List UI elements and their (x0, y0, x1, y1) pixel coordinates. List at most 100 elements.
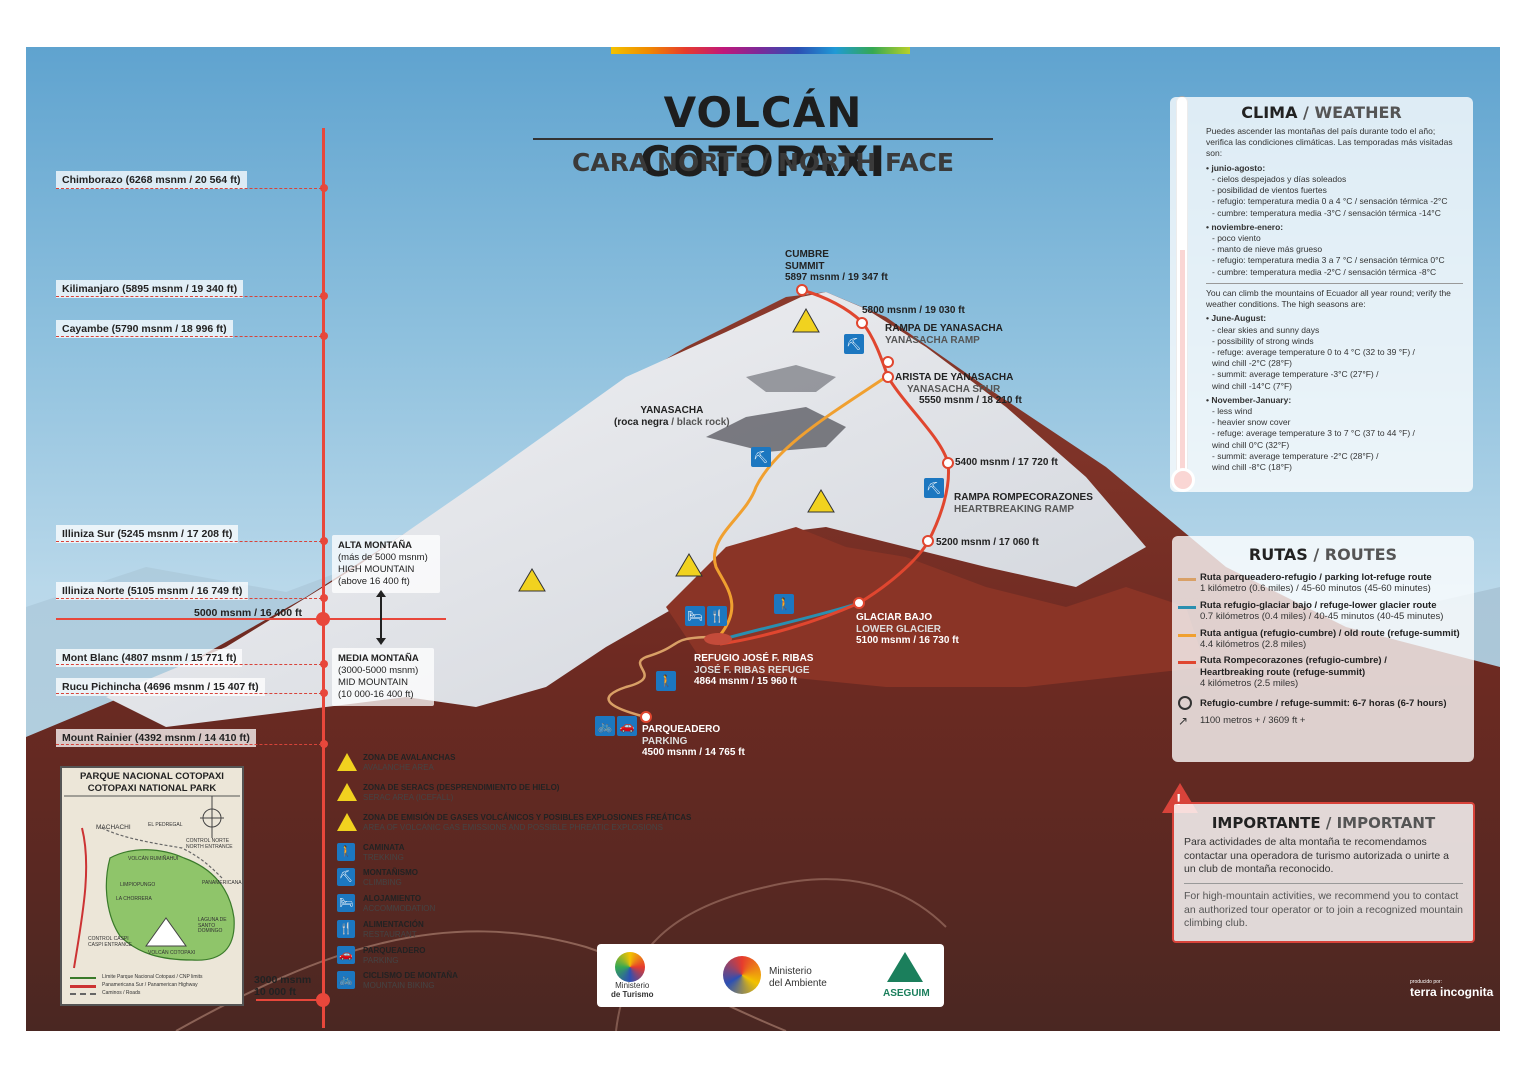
axis-dot (320, 660, 328, 668)
base-dot (316, 993, 330, 1007)
route-swatch (1178, 605, 1196, 609)
refuge-marker (704, 633, 732, 645)
park-map-title-en: COTOPAXI NATIONAL PARK (87, 783, 217, 795)
parking-marker (640, 711, 652, 723)
refuge-en: JOSÉ F. RIBAS REFUGE (694, 664, 810, 676)
aseguim-logo-icon (887, 952, 923, 982)
map-key-item: Panamericana Sur / Panamerican Highway (102, 982, 198, 988)
base-line (256, 999, 320, 1001)
route-swatch (1178, 661, 1196, 665)
route-detail: 4.4 kilómetros (2.8 miles) (1200, 638, 1307, 650)
summit-label: CUMBRE SUMMIT 5897 msnm / 19 347 ft (785, 249, 888, 284)
turismo-logo-text: Ministerio de Turismo (611, 981, 654, 1000)
weather-item: - clear skies and sunny days (1212, 324, 1320, 335)
altitude-dash (56, 598, 322, 599)
hiker-sign-icon: 🚶 (774, 594, 794, 614)
yanasacha-ramp-en: YANASACHA RAMP (885, 334, 980, 346)
refuge-es: REFUGIO JOSÉ F. RIBAS (694, 653, 814, 664)
legend-es: ZONA DE SERACS (DESPRENDIMIENTO DE HIELO… (363, 783, 560, 792)
weather-item: - summit: average temperature -2°C (28°F… (1212, 450, 1379, 461)
parking-label: PARQUEADERO PARKING 4500 msnm / 14 765 f… (642, 724, 745, 759)
weather-item: - less wind (1212, 406, 1253, 417)
legend-en: MOUNTAIN BIKING (363, 981, 435, 990)
weather-title-es: CLIMA (1241, 103, 1298, 122)
map-label: LA CHORRERA (116, 896, 152, 902)
clock-icon (1178, 695, 1192, 710)
route-swatch (1178, 578, 1196, 581)
map-key-swatch (70, 977, 96, 979)
weather-item: - possibility of strong winds (1212, 335, 1314, 346)
weather-season1-es: • junio-agosto: (1206, 162, 1266, 173)
heartbreak-ramp-label: RAMPA ROMPECORAZONES HEARTBREAKING RAMP (954, 492, 1093, 515)
turismo-line2: de Turismo (611, 989, 654, 999)
legend-en: AVALANCHE AREA (363, 763, 434, 772)
route-swatch (1178, 633, 1196, 637)
avalanche-icon (337, 753, 357, 771)
heartbreak-ramp-es: RAMPA ROMPECORAZONES (954, 492, 1093, 503)
routes-title: RUTAS / ROUTES (1172, 545, 1474, 564)
weather-intro-es: Puedes ascender las montañas del país du… (1206, 126, 1453, 159)
credit-brand: terra incognita (1410, 984, 1494, 999)
refuge-altitude: 4864 msnm / 15 960 ft (694, 676, 797, 687)
important-panel: IMPORTANTE / IMPORTANT Para actividades … (1172, 802, 1475, 943)
park-map-title: PARQUE NACIONAL COTOPAXI COTOPAXI NATION… (62, 771, 242, 796)
waypoint-5200-marker (922, 535, 934, 547)
map-label: NORTH ENTRANCE (186, 844, 233, 850)
weather-item: - summit: average temperature -3°C (27°F… (1212, 369, 1379, 380)
axis-dot (320, 537, 328, 545)
gas-warning-icon (337, 813, 357, 831)
altitude-label-cayambe: Cayambe (5790 msnm / 18 996 ft) (56, 320, 233, 338)
axis-dot (320, 594, 328, 602)
altitude-dash (56, 744, 322, 745)
legend-en: PARKING (363, 956, 399, 965)
page-subtitle: CARA NORTE / NORTH FACE (572, 148, 954, 177)
summit-marker (796, 284, 808, 296)
parking-altitude: 4500 msnm / 14 765 ft (642, 747, 745, 758)
weather-item: - posibilidad de vientos fuertes (1212, 185, 1327, 196)
bike-sign-icon: 🚲 (595, 716, 615, 736)
legend-es: ZONA DE EMISIÓN DE GASES VOLCÁNICOS Y PO… (363, 813, 692, 822)
credit-line1: producido por: (1410, 979, 1442, 985)
climber-icon: ⛏ (337, 868, 355, 886)
important-title-es: IMPORTANTE (1211, 814, 1321, 832)
waypoint-5400-altitude: 5400 msnm / 17 720 ft (955, 457, 1058, 468)
weather-intro-en: You can climb the mountains of Ecuador a… (1206, 287, 1451, 310)
weather-panel: CLIMA / WEATHER Puedes ascender las mont… (1170, 97, 1473, 492)
altitude-label-rucu-pichincha: Rucu Pichincha (4696 msnm / 15 407 ft) (56, 678, 265, 696)
refuge-label: REFUGIO JOSÉ F. RIBAS JOSÉ F. RIBAS REFU… (694, 653, 813, 688)
map-label: PANAMERICANA (202, 880, 242, 886)
park-inset-map: PARQUE NACIONAL COTOPAXI COTOPAXI NATION… (60, 766, 244, 1006)
route-name: Ruta Rompecorazones (refugio-cumbre) / (1200, 655, 1387, 667)
ambiente-line2: del Ambiente (769, 977, 827, 989)
summit-es: CUMBRE (785, 249, 829, 260)
base-altitude-msnm: 3000 msnm (254, 974, 312, 986)
legend-en: ACCOMMODATION (363, 904, 436, 913)
map-label: LAGUNA DE SANTO DOMINGO (198, 917, 227, 934)
map-key-item: Límite Parque Nacional Cotopaxi / CNP li… (102, 974, 203, 980)
map-label: CONTROL CASPI (88, 936, 129, 942)
yanasacha-label: YANASACHA (roca negra / black rock) (614, 405, 730, 428)
zone-arrow-up-icon (376, 590, 386, 597)
yanasacha-sub-en: / black rock) (668, 416, 730, 428)
zone-arrow-icon (380, 592, 382, 642)
altitude-label-illiniza-norte: Illiniza Norte (5105 msnm / 16 749 ft) (56, 582, 249, 600)
map-key-swatch (70, 993, 96, 995)
routes-title-en: / ROUTES (1307, 545, 1398, 564)
zone-mid-range-en: (10 000-16 400 ft) (338, 688, 414, 700)
altitude-label-kilimanjaro: Kilimanjaro (5895 msnm / 19 340 ft) (56, 280, 244, 298)
turismo-line1: Ministerio (615, 981, 650, 990)
aseguim-logo-text: ASEGUIM (883, 988, 930, 999)
legend-en: TREKKING (363, 853, 404, 862)
route-time: Refugio-cumbre / refuge-summit: 6-7 hora… (1172, 695, 1474, 710)
weather-item: - cielos despejados y días soleados (1212, 173, 1347, 184)
legend-es: CAMINATA (363, 843, 405, 852)
weather-title: CLIMA / WEATHER (1170, 103, 1473, 122)
map-key-swatch (70, 985, 96, 988)
summit-en: SUMMIT (785, 260, 825, 272)
route-item-parking-refuge: Ruta parqueadero-refugio / parking lot-r… (1172, 572, 1474, 595)
waypoint-5200-altitude: 5200 msnm / 17 060 ft (936, 537, 1039, 548)
yanasacha-spur-marker (882, 371, 894, 383)
